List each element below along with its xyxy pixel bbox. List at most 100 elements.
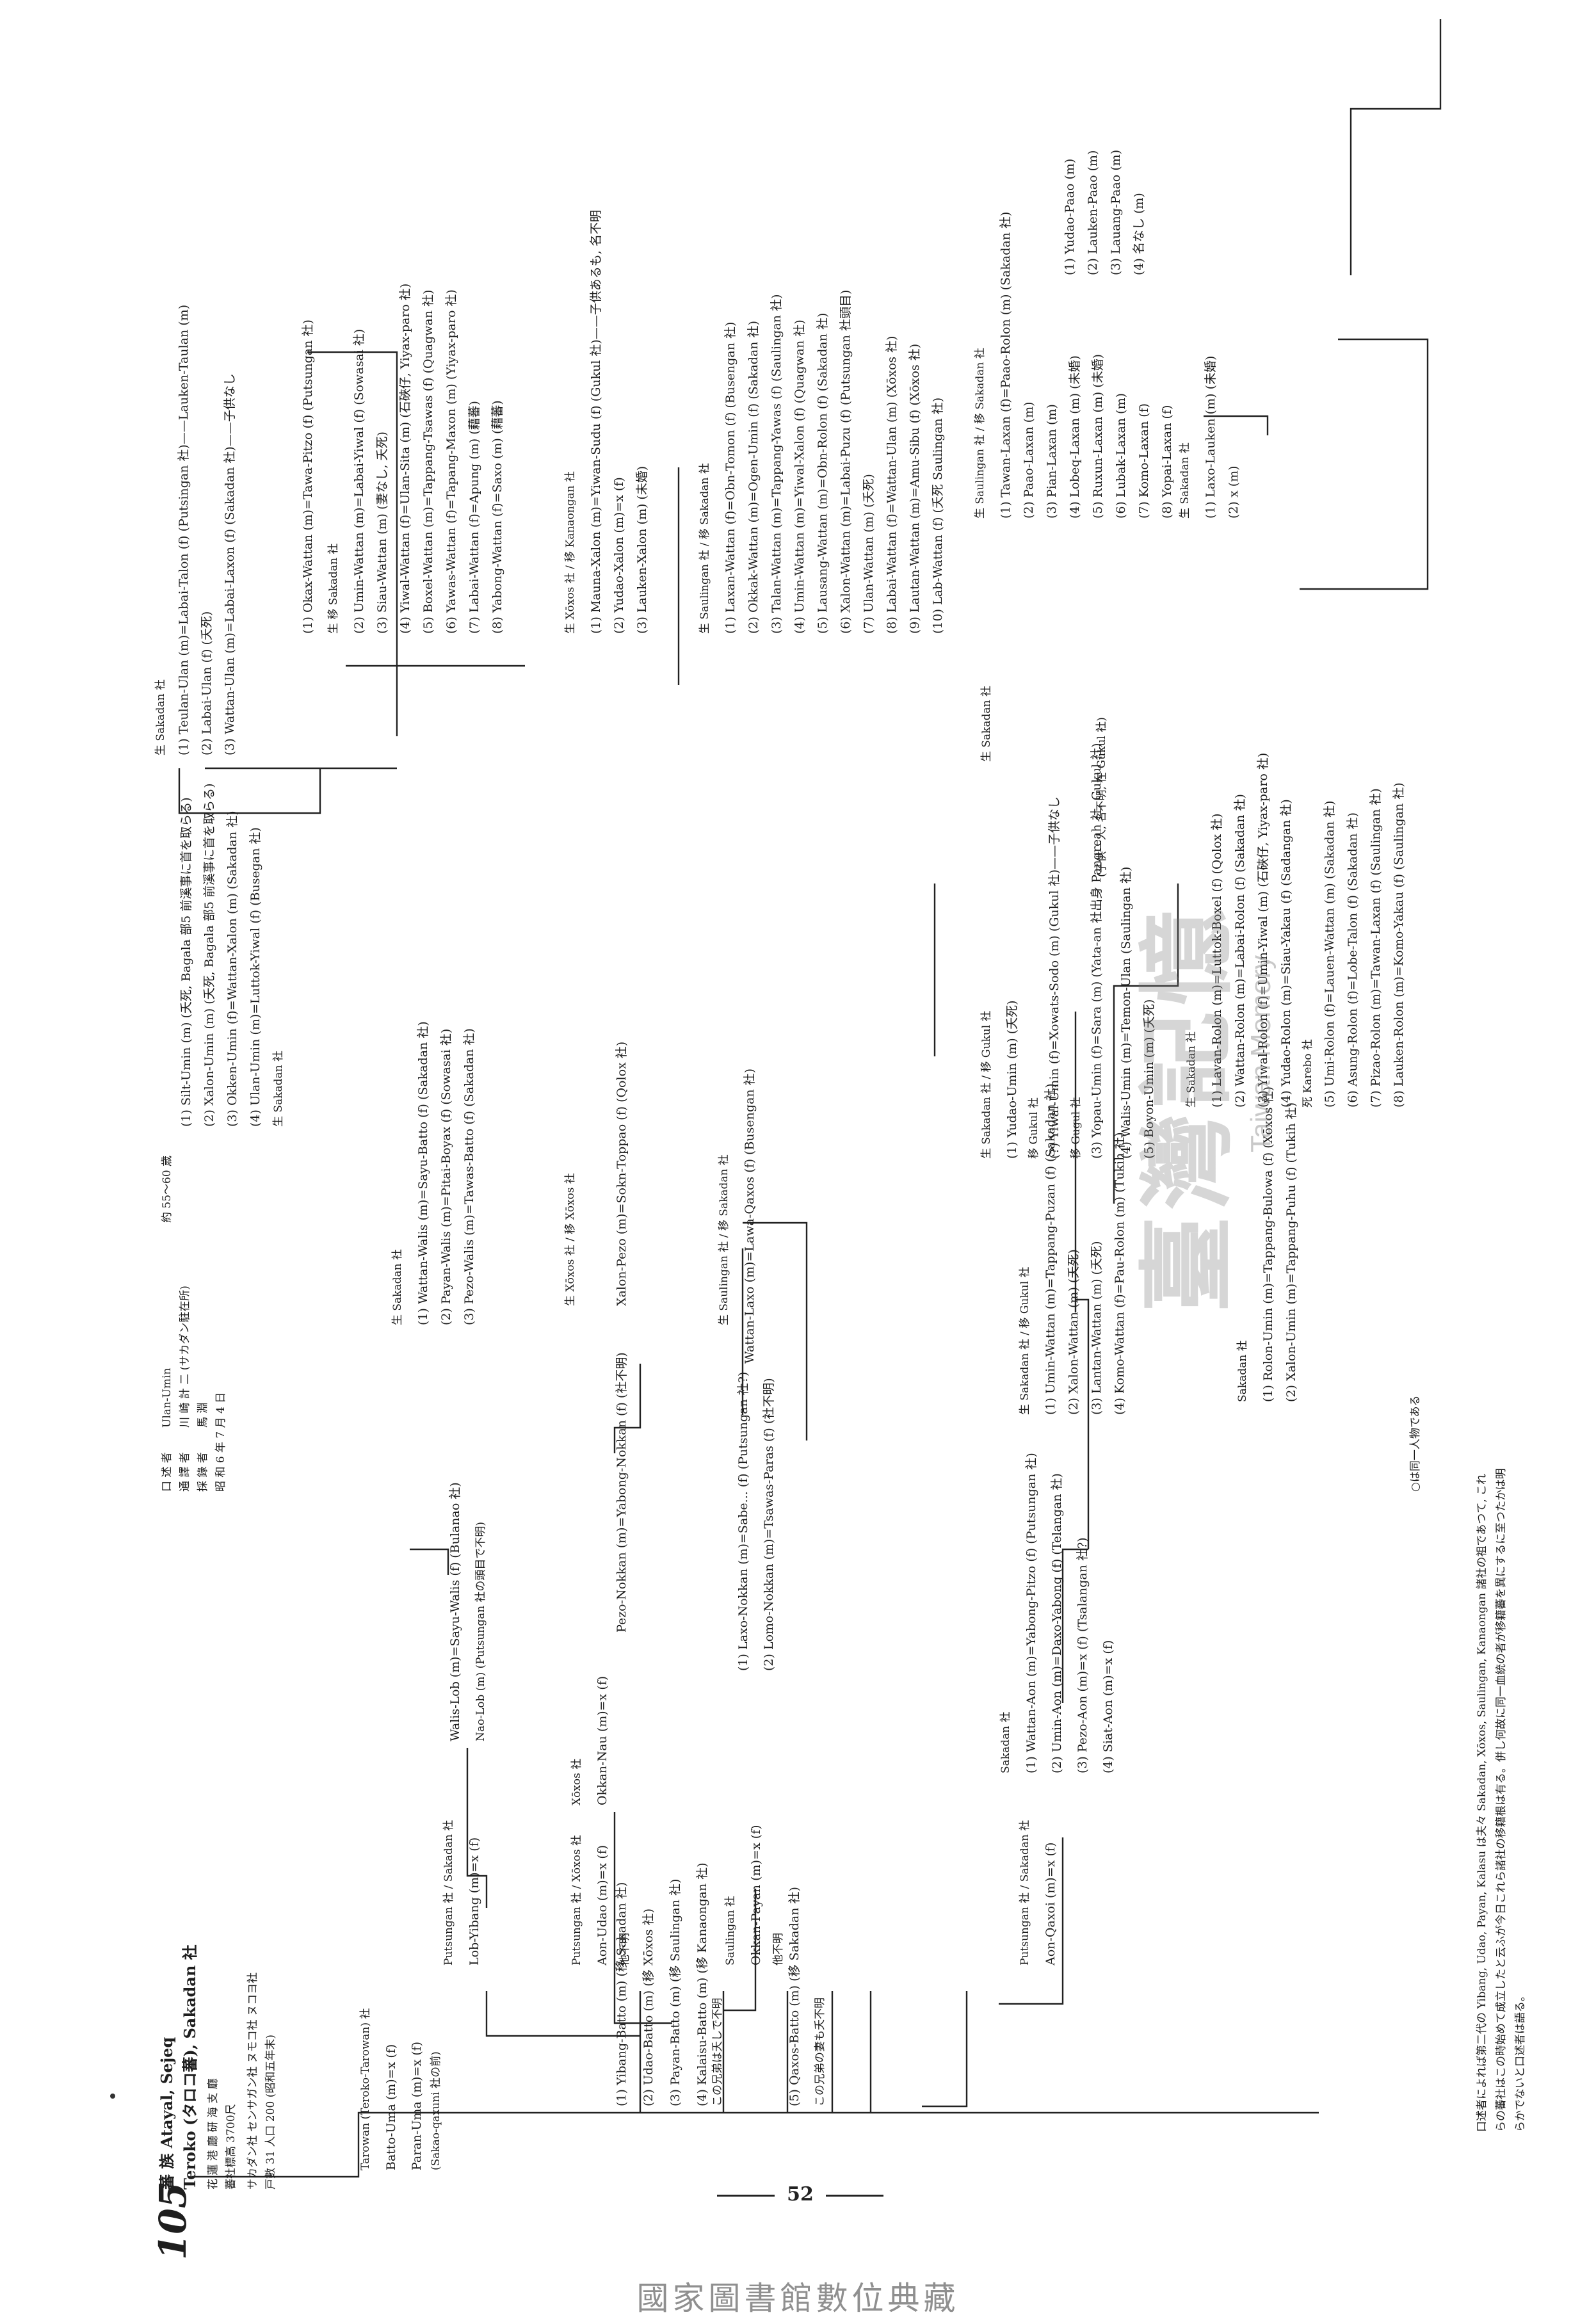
page-number: 52 bbox=[787, 2183, 814, 2206]
col-h-head: 生 Sakadan 社 / 移 Gukul 社 bbox=[980, 1010, 993, 1159]
connector-sib1 bbox=[485, 1991, 640, 2037]
col-a-3: (4) Ulan-Umin (m)=Luttok-Yiwal (f) (Buse… bbox=[248, 827, 262, 1127]
connector-siblings bbox=[639, 1991, 872, 2113]
col-j-6: (6) Asung-Rolon (f)=Lobe-Talon (f) (Saka… bbox=[1346, 812, 1360, 1108]
col-g-1: (2) Okkak-Wattan (m)=Ogen-Umin (f) (Saka… bbox=[746, 321, 761, 634]
siblings-note-2: この兄弟の妻も夭不明 bbox=[814, 1997, 826, 2106]
col-h-1: 移 Gukul 社 bbox=[1028, 1097, 1040, 1159]
col-j-3: (4) Yudao-Rolon (m)=Siau-Yakau (f) (Sada… bbox=[1279, 799, 1293, 1108]
connector-rolon bbox=[1113, 884, 1179, 1204]
col-j-4: 死 Karebo 社 bbox=[1302, 1039, 1314, 1108]
col-h-5: (4) Walis-Umin (m)=Temon-Ulan (Saulingan… bbox=[1119, 866, 1133, 1159]
connector-umin-aon bbox=[1076, 1298, 1090, 1549]
connector-laxo bbox=[743, 1222, 808, 1440]
col-c-2: (3) Pezo-Walis (m)=Tawas-Batto (f) (Saka… bbox=[462, 1028, 476, 1325]
col-k-1: (2) Paao-Laxan (m) bbox=[1022, 401, 1036, 519]
col-e-head: 生 Xōxos 社 / 移 Kanaongan 社 bbox=[564, 471, 577, 634]
col-d-3: (3) Siau-Wattan (m) (妻なし, 夭死) bbox=[375, 432, 389, 634]
node-lob-yibang-note: Putsungan 社 / Sakadan 社 bbox=[442, 1820, 455, 1965]
unknown-2: 他不明 bbox=[772, 1933, 785, 1965]
col-j-2: (3) Yiwal-Rolon (f)=Umin-Yiwal (m) (石硤仔,… bbox=[1256, 752, 1270, 1108]
col-e-0: (1) Mauna-Xalon (m)=Yiwan-Sudu (f) (Guku… bbox=[589, 210, 603, 634]
node-okkan-nau-note: Xōxos 社 bbox=[570, 1758, 583, 1805]
node-xalon-umin: (2) Xalon-Umin (m)=Tappang-Puhu (f) (Tuk… bbox=[1284, 1102, 1298, 1402]
col-g-8: (9) Lautan-Wattan (m)=Amu-Sibu (f) (Xōxo… bbox=[908, 343, 922, 634]
translator-label: 通 譯 者 bbox=[179, 1452, 191, 1492]
col-c-0: (1) Wattan-Walis (m)=Sayu-Batto (f) (Sak… bbox=[416, 1021, 430, 1325]
col-e-2: (3) Lauken-Xalon (m) (未婚) bbox=[635, 465, 649, 634]
altitude: 蕃社標高 3700尺 bbox=[225, 2104, 238, 2190]
translator: 川 崎 計 二 (サカダン駐在所) bbox=[179, 1286, 191, 1428]
node-wattan-aon: (1) Wattan-Aon (m)=Yabong-Pitzo (f) (Put… bbox=[1024, 1453, 1038, 1773]
col-d-7: (7) Labai-Wattan (f)=Apung (m) (藉蕃) bbox=[467, 401, 481, 634]
col-b-0: 生 Sakadan 社 bbox=[154, 679, 167, 755]
connector-right-block bbox=[1300, 338, 1429, 590]
unknown-1: 他不明 bbox=[618, 1933, 631, 1965]
library-footer: 國家圖書館數位典藏 bbox=[636, 2280, 960, 2317]
col-g-head: 生 Saulingan 社 / 移 Sakadan 社 bbox=[698, 463, 711, 634]
col-k-6: (7) Komo-Laxan (f) bbox=[1137, 403, 1151, 519]
connector-sib5 bbox=[922, 1991, 968, 2108]
col-d-1: 生 移 Sakadan 社 bbox=[327, 543, 340, 634]
col-k-0: (1) Tawan-Laxan (f)=Paao-Rolon (m) (Saka… bbox=[999, 211, 1013, 519]
node-aon-udao-note: Putsungan 社 / Xōxos 社 bbox=[570, 1834, 583, 1965]
col-h-3: 移 Gugul 社 bbox=[1070, 1097, 1083, 1159]
col-b-1: (1) Teulan-Ulan (m)=Labai-Talon (f) (Put… bbox=[177, 304, 191, 755]
col-k-4: (5) Ruxun-Laxan (m) (未婚) bbox=[1091, 353, 1105, 519]
col-a-1: (2) Xalon-Umin (m) (夭死, Bagala 部5 前溪事に首を… bbox=[202, 783, 216, 1127]
connector-sakadan-top bbox=[178, 768, 321, 814]
col-g-2: (3) Talan-Wattan (m)=Tappang-Yawas (f) (… bbox=[770, 294, 784, 634]
page-number-dash-left bbox=[717, 2195, 775, 2197]
col-k-3: (4) Lobeq-Laxan (m) (未婚) bbox=[1068, 355, 1082, 519]
node-paran-uma: Paran-Uma (m)=x (f) bbox=[410, 2041, 424, 2170]
node-pezo-nokkan: Pezo-Nokkan (m)=Yabong-Nokkan (f) (社不明) bbox=[615, 1352, 629, 1633]
node-batto-uma: Batto-Uma (m)=x (f) bbox=[384, 2044, 398, 2170]
connector-aon bbox=[999, 1837, 1064, 2005]
connector-wattan-aon bbox=[1061, 1548, 1088, 1703]
col-j-1: (2) Wattan-Rolon (m)=Labai-Rolon (f) (Sa… bbox=[1233, 794, 1247, 1108]
connector-sib2 bbox=[613, 1812, 672, 2024]
node-lomo-nokkan: (2) Lomo-Nokkan (m)=Tsawas-Paras (f) (社不… bbox=[762, 1378, 776, 1671]
node-sib-4: (4) Kalaisu-Batto (m) (移 Kanaongan 社) bbox=[695, 1862, 709, 2106]
node-batto-uma-note: Tarowan (Teroko-Tarowan) 社 bbox=[359, 2008, 372, 2171]
node-sib-1: (1) Yibang-Batto (m) (移 Sakadan 社) bbox=[615, 1882, 629, 2106]
node-rolon-umin: (1) Rolon-Umin (m)=Tappang-Bulowa (f) (X… bbox=[1261, 1086, 1275, 1402]
aon-kids-head: Sakadan 社 bbox=[999, 1711, 1012, 1773]
col-m-0: (1) Laxo-Lauken (m) (未婚) bbox=[1204, 355, 1218, 519]
node-okkan-payan: Okkan-Payan (m)=x (f) bbox=[749, 1825, 763, 1965]
col-i-0: (1) Umin-Wattan (m)=Tappang-Puzan (f) (S… bbox=[1044, 1083, 1058, 1415]
col-h-6: (5) Boyon-Umin (m) (夭死) bbox=[1142, 999, 1156, 1159]
col-g-9: (10) Lab-Wattan (f) (夭死 Saulingan 社) bbox=[931, 397, 945, 634]
place-name: Teroko (タロコ蕃), Sakadan 社 bbox=[181, 1944, 199, 2190]
connector-lob bbox=[466, 1748, 488, 1908]
col-j-0: (1) Lavan-Rolon (m)=Luttok-Boxel (f) (Qo… bbox=[1210, 813, 1224, 1108]
col-l-0: (1) Yudao-Paao (m) bbox=[1063, 158, 1077, 275]
col-d-6: (6) Yawas-Wattan (f)=Tapang-Maxon (m) (Y… bbox=[444, 289, 458, 634]
col-j-8: (8) Lauken-Rolon (m)=Komo-Yakau (f) (Sau… bbox=[1392, 782, 1406, 1108]
col-i-head: 生 Sakadan 社 / 移 Gukul 社 bbox=[1019, 1266, 1031, 1415]
col-k-head: 生 Saulingan 社 / 移 Sakadan 社 bbox=[974, 348, 987, 519]
col-d-0: (1) Okax-Wattan (m)=Tawa-Pitzo (f) (Puts… bbox=[301, 319, 315, 634]
col-g-3: (4) Umin-Wattan (m)=Yiwal-Xalon (f) (Qua… bbox=[793, 319, 807, 634]
legend-note: ○は同一人物である bbox=[1409, 1395, 1422, 1492]
col-e-1: (2) Yudao-Xalon (m)=x (f) bbox=[612, 477, 626, 634]
node-aon-qaxoi: Aon-Qaxoi (m)=x (f) bbox=[1044, 1842, 1058, 1965]
node-umin-aon: (2) Umin-Aon (m)=Daxo-Yabong (f) (Telang… bbox=[1050, 1473, 1064, 1773]
col-d-2: (2) Umin-Wattan (m)=Labai-Yiwal (f) (Sow… bbox=[352, 328, 366, 634]
narrator-label: 口 述 者 bbox=[161, 1452, 173, 1492]
col-l-2: (3) Lauang-Paao (m) bbox=[1109, 149, 1123, 275]
col-g-head-left: 生 Saulingan 社 / 移 Sakadan 社 bbox=[718, 1154, 730, 1325]
col-l-3: (4) 名なし (m) bbox=[1132, 193, 1146, 275]
node-laxo-nokkan: (1) Laxo-Nokkan (m)=Sabe... (f) (Putsung… bbox=[736, 1371, 750, 1671]
col-d-8: (8) Yabong-Wattan (f)=Saxo (m) (藉蕃) bbox=[490, 400, 504, 634]
connector-root bbox=[192, 2111, 1319, 2178]
col-i-1: (2) Xalon-Wattan (m) (夭死) bbox=[1067, 1249, 1081, 1415]
node-siat-aon: (4) Siat-Aon (m)=x (f) bbox=[1101, 1640, 1115, 1773]
connector-lauken bbox=[1350, 19, 1442, 275]
col-j-5: (5) Umi-Rolon (f)=Lauen-Wattan (m) (Saka… bbox=[1323, 800, 1337, 1108]
node-pezo-aon: (3) Pezo-Aon (m)=x (f) (Tsalangan 社?) bbox=[1076, 1537, 1090, 1773]
page-number-dash-right bbox=[826, 2195, 883, 2197]
col-c-1: (2) Payan-Walis (m)=Pitai-Boyax (f) (Sow… bbox=[439, 1028, 453, 1325]
